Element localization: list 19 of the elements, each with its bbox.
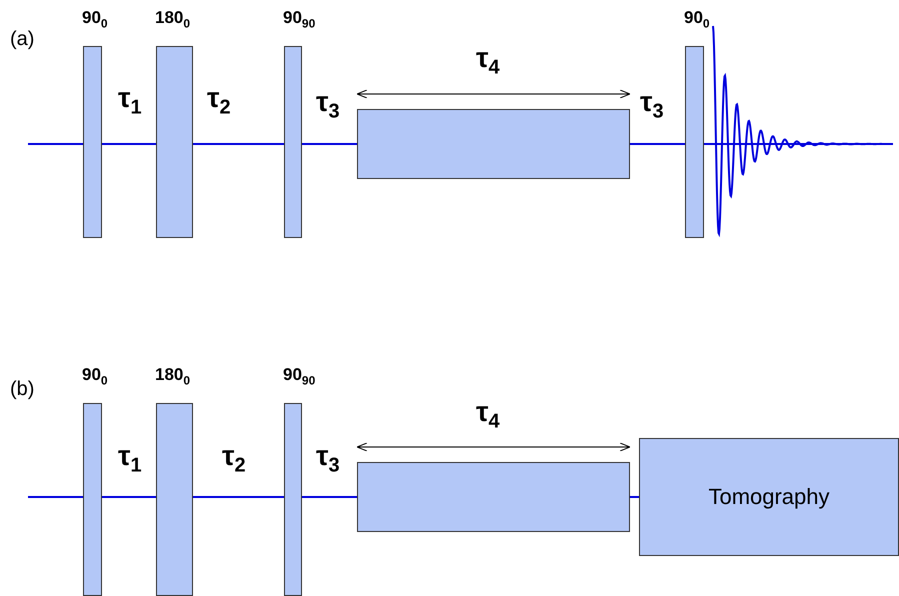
panel-label: (a) xyxy=(10,28,34,51)
panel-label: (b) xyxy=(10,378,34,401)
delay-label: τ$_{3}$ xyxy=(640,86,664,124)
pulse-label: 90$_{0}$ xyxy=(684,8,710,30)
pulse-label: 90$_{90}$ xyxy=(283,8,316,30)
pulse-label: 180$_{0}$ xyxy=(155,365,190,388)
pulse-label: 90$_{0}$ xyxy=(82,365,108,388)
delay-label: τ$_{4}$ xyxy=(476,396,500,434)
delay-label: τ$_{4}$ xyxy=(476,42,500,80)
pulse-label: 180$_{0}$ xyxy=(155,8,190,30)
delay-label: τ$_{1}$ xyxy=(118,440,142,478)
pulse-label: 90$_{0}$ xyxy=(82,8,108,30)
delay-label: τ$_{3}$ xyxy=(316,86,340,124)
delay-label: τ$_{3}$ xyxy=(316,440,340,478)
pulse-label: 90$_{90}$ xyxy=(283,365,316,388)
block-label: Tomography xyxy=(707,484,831,510)
delay-label: τ$_{1}$ xyxy=(118,82,142,120)
delay-label: τ$_{2}$ xyxy=(207,82,231,120)
delay-label: τ$_{2}$ xyxy=(222,440,246,478)
